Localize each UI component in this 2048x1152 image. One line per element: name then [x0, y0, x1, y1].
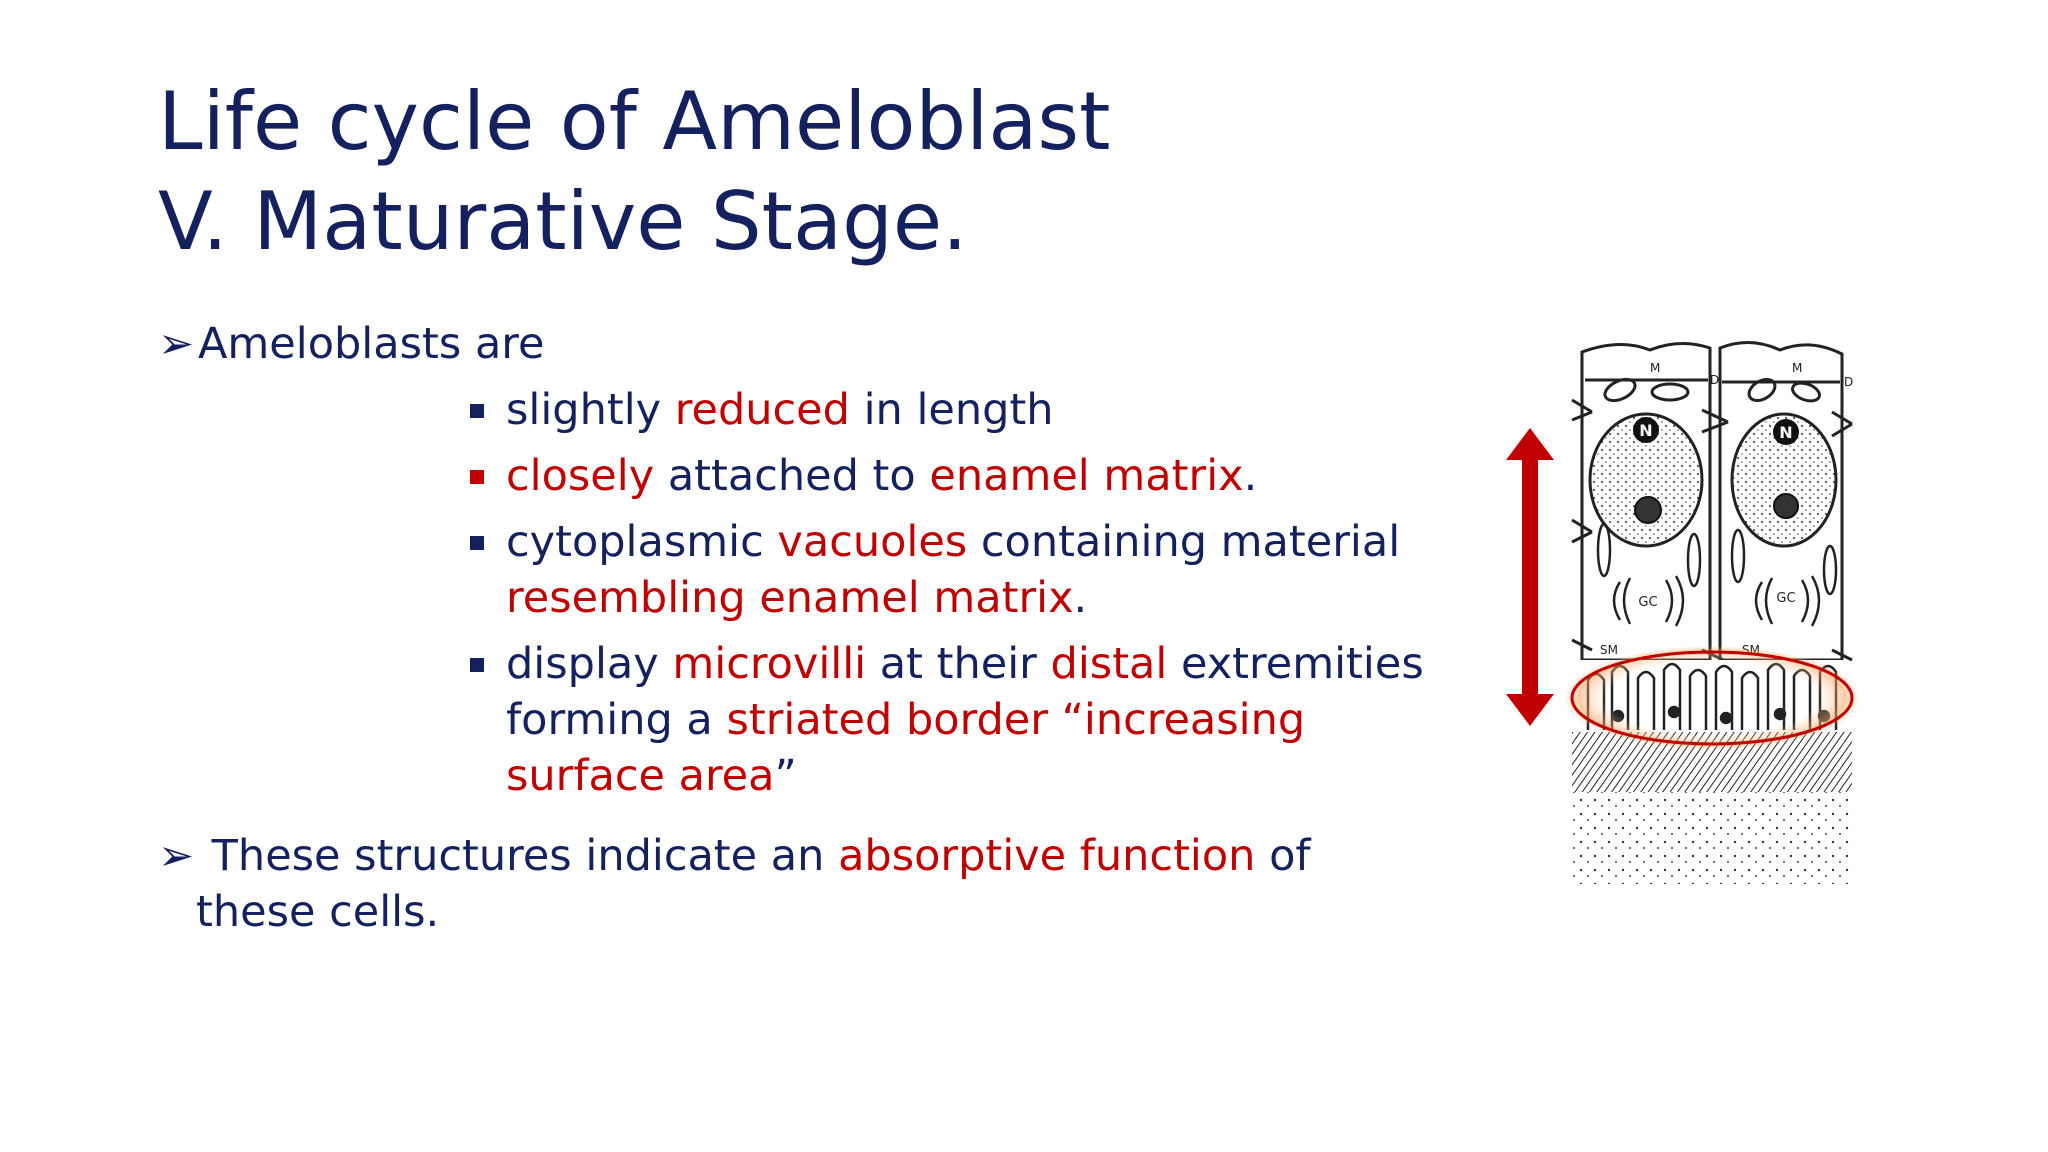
square-bullet-icon [470, 536, 484, 550]
arrow-bullet-icon: ➢ [158, 319, 195, 369]
golgi-drawing [1596, 522, 1838, 627]
text-run: These structures indicate an [198, 831, 839, 881]
square-bullet-icon [470, 404, 484, 418]
point-text: These structures indicate an absorptive … [198, 831, 1311, 881]
label-mitochondria: M [1792, 361, 1802, 375]
text-run: attached to [654, 451, 930, 501]
square-bullet-icon [470, 658, 484, 672]
label-mitochondria: M [1650, 361, 1660, 375]
bullet-text: slightly reduced in length [506, 382, 1446, 438]
square-bullet-icon [470, 470, 484, 484]
text-run: cytoplasmic [506, 517, 778, 567]
nucleus-left [1588, 412, 1704, 548]
dentin-layer [1572, 792, 1852, 884]
label-d: D [1710, 373, 1719, 387]
text-run: of [1255, 831, 1311, 881]
label-sm: SM [1600, 643, 1618, 657]
slide-title: Life cycle of Ameloblast V. Maturative S… [158, 72, 1110, 272]
point-absorptive-continued: these cells. [196, 887, 440, 937]
text-run: absorptive function [838, 831, 1256, 881]
text-run: distal [1050, 639, 1168, 689]
text-run: containing material [967, 517, 1401, 567]
text-run: forming a [506, 695, 727, 745]
nucleus-right [1730, 412, 1838, 548]
point-text: Ameloblasts are [198, 319, 545, 369]
bullet-text-line-2: forming a striated border “increasing [506, 692, 1446, 748]
label-golgi: GC [1776, 591, 1795, 606]
bullet-text: closely attached to enamel matrix. [506, 448, 1446, 504]
ameloblast-diagram: N N GC GC SM SM M M D D [1506, 341, 1860, 884]
bullet-text-line-2: resembling enamel matrix. [506, 570, 1446, 626]
length-double-arrow-icon [1506, 428, 1554, 726]
text-run: display [506, 639, 673, 689]
text-run: ” [774, 751, 797, 801]
label-nucleus: N [1639, 421, 1652, 440]
bullet-text: display microvilli at their distal extre… [506, 636, 1446, 692]
text-run: . [1243, 451, 1258, 501]
text-run: “increasing [1047, 695, 1306, 745]
label-nucleus: N [1779, 423, 1792, 442]
text-run: surface area [506, 751, 775, 801]
point-absorptive: ➢ These structures indicate an absorptiv… [158, 828, 1311, 884]
bullet-text-line-3: surface area” [506, 748, 1446, 804]
bullet-text: cytoplasmic vacuoles containing material [506, 514, 1446, 570]
text-run: at their [866, 639, 1051, 689]
text-run: microvilli [672, 639, 867, 689]
title-line-1: Life cycle of Ameloblast [158, 75, 1111, 168]
label-golgi: GC [1638, 595, 1657, 610]
text-run: extremities [1167, 639, 1424, 689]
text-run: enamel matrix [929, 451, 1244, 501]
text-run: closely [506, 451, 655, 501]
title-line-2: V. Maturative Stage. [158, 175, 968, 268]
text-run: in length [849, 385, 1054, 435]
text-run: . [1073, 573, 1088, 623]
text-run: reduced [674, 385, 850, 435]
highlight-ellipse [1570, 650, 1854, 746]
arrow-bullet-icon: ➢ [158, 831, 195, 881]
text-run: slightly [506, 385, 675, 435]
point-ameloblasts: ➢Ameloblasts are [158, 316, 544, 372]
label-d: D [1844, 375, 1853, 389]
text-run: vacuoles [777, 517, 968, 567]
text-run: striated border [726, 695, 1048, 745]
text-run: resembling enamel matrix [506, 573, 1074, 623]
